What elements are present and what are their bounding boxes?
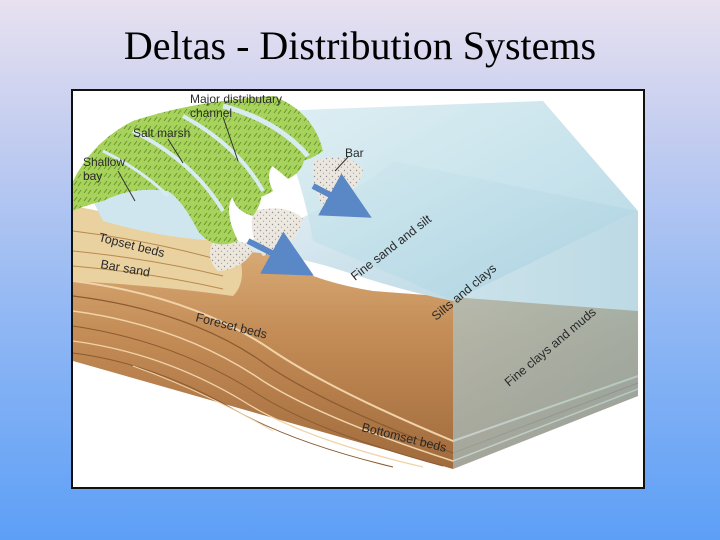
- label-shallow-bay-1: Shallow: [83, 155, 125, 169]
- label-major-channel-2: channel: [190, 106, 232, 120]
- flow-arrows: [246, 173, 372, 276]
- label-major-channel-1: Major distributary: [190, 92, 282, 106]
- water-side-face: [453, 211, 638, 469]
- label-shallow-bay-2: bay: [83, 169, 102, 183]
- label-bar: Bar: [345, 146, 364, 160]
- salt-marsh-lobes: [73, 96, 323, 245]
- diagram-frame: Major distributary channel Salt marsh Sh…: [71, 89, 645, 489]
- delta-block-diagram: Major distributary channel Salt marsh Sh…: [73, 92, 639, 469]
- slide-title: Deltas - Distribution Systems: [123, 23, 597, 68]
- leader-lines: [117, 116, 349, 202]
- label-salt-marsh: Salt marsh: [133, 126, 190, 140]
- water-surface: [273, 101, 638, 301]
